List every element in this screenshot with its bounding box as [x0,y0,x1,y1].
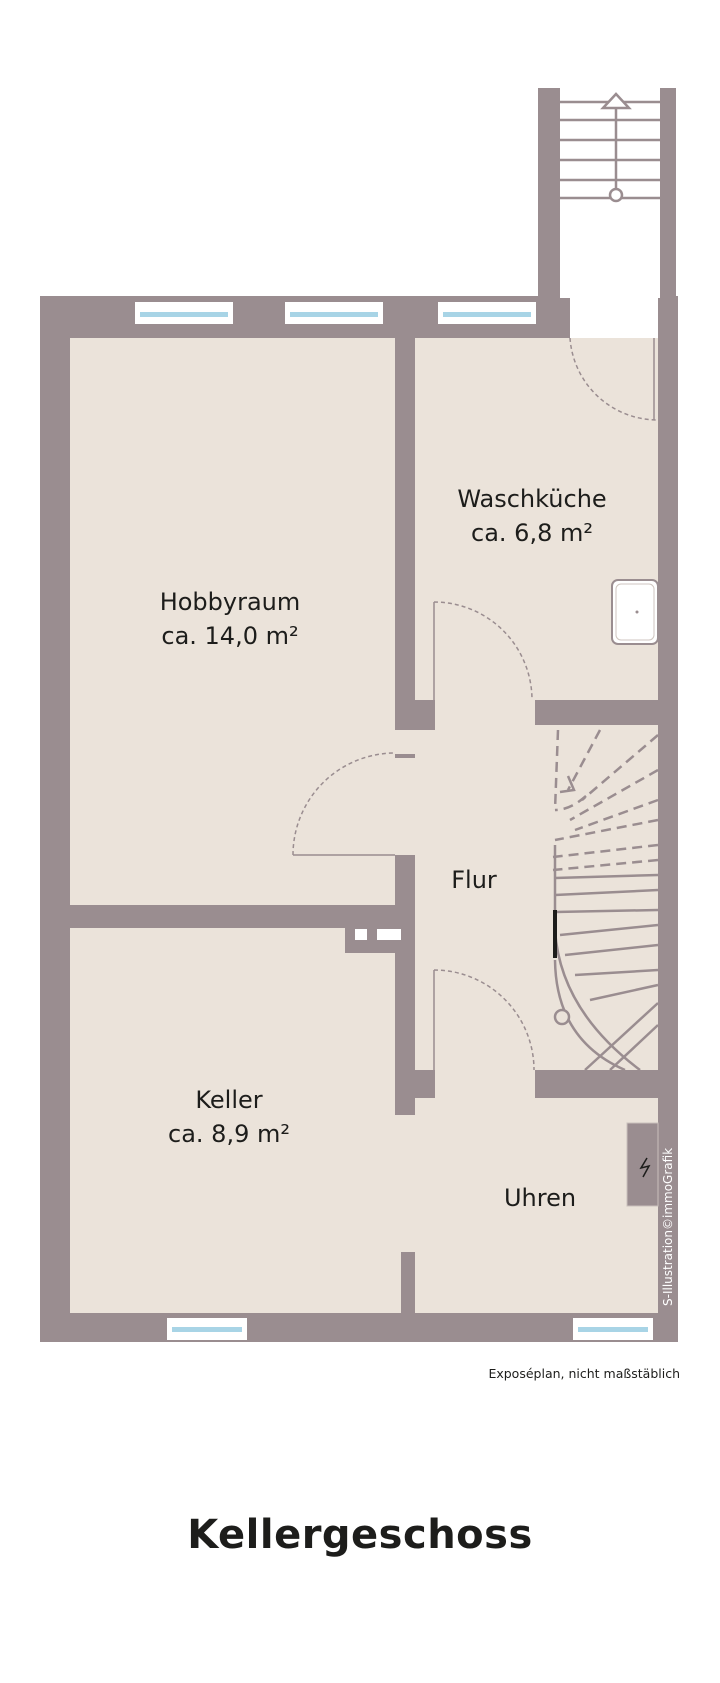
room-area-waschkueche: ca. 6,8 m² [471,519,593,547]
room-name-waschkueche: Waschküche [457,485,606,513]
electrical-panel [626,1122,659,1207]
outer-walls [40,296,678,1342]
exterior-stair [538,88,676,298]
exterior-door-opening [570,296,658,338]
door-swings [292,601,535,1071]
room-name-flur: Flur [451,866,497,894]
floor-title: Kellergeschoss [187,1512,533,1558]
floor-area [70,338,660,1313]
windows [135,302,653,1340]
room-name-keller: Keller [195,1086,262,1114]
illustration-credit: S-Illustration©immoGrafik [661,1148,675,1306]
floor-plan: Hobbyraum ca. 14,0 m² Waschküche ca. 6,8… [40,88,680,1381]
scale-note: Exposéplan, nicht maßstäblich [488,1366,680,1381]
room-name-hobbyraum: Hobbyraum [160,588,301,616]
washbasin [611,579,659,645]
room-name-uhren: Uhren [504,1184,576,1212]
room-area-hobbyraum: ca. 14,0 m² [161,622,298,650]
interior-walls [70,338,658,1313]
interior-stair [552,729,659,1072]
room-area-keller: ca. 8,9 m² [168,1120,290,1148]
stair-divider [553,910,557,958]
exterior-door-swing [569,337,659,421]
